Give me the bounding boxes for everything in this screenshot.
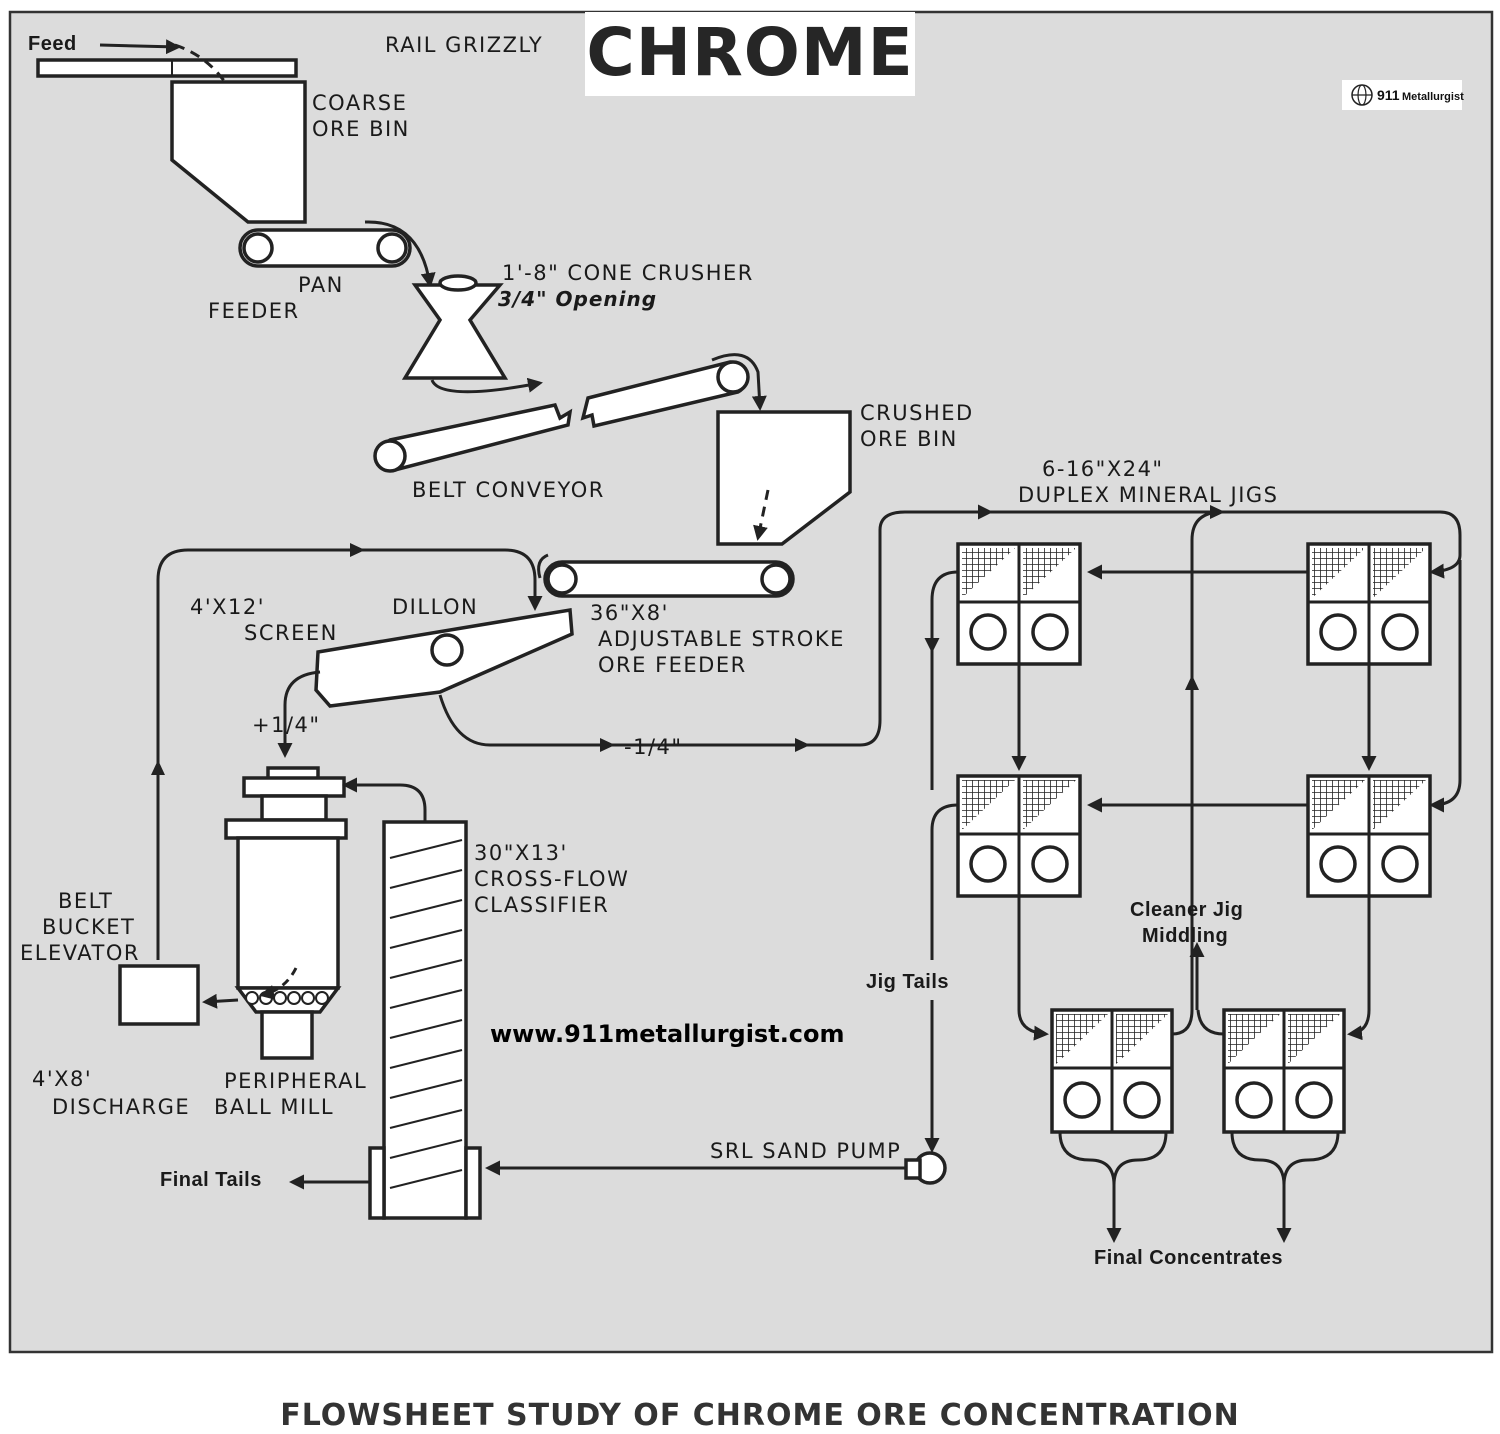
jig-unit-4: [1306, 774, 1432, 898]
jig-tails-label: Jig Tails: [866, 971, 949, 993]
coarse-ore-bin: [170, 80, 307, 224]
sand-pump-label: SRL SAND PUMP: [710, 1139, 901, 1163]
figure-caption: FLOWSHEET STUDY OF CHROME ORE CONCENTRAT…: [280, 1398, 1240, 1433]
crusher-label-2: 3/4" Opening: [498, 287, 657, 311]
ore-feeder: [543, 560, 795, 598]
ore-feeder-label-3: ORE FEEDER: [598, 653, 747, 677]
rail-grizzly-label: RAIL GRIZZLY: [385, 33, 543, 57]
jig-unit-2: [1306, 542, 1432, 666]
dillon-label: DILLON: [392, 595, 478, 619]
screen-label-2: SCREEN: [244, 621, 338, 645]
title-box: [585, 12, 915, 96]
pan-feeder: [238, 228, 412, 268]
mill-label-2: DISCHARGE: [52, 1095, 190, 1119]
belt-bucket-elevator: [118, 964, 200, 1026]
crushed-ore-bin: [716, 410, 852, 546]
screen-label-1: 4'X12': [190, 595, 265, 619]
final-concentrates-label: Final Concentrates: [1094, 1247, 1283, 1269]
ore-feeder-label-2: ADJUSTABLE STROKE: [598, 627, 845, 651]
pan-feeder-label-1: PAN: [298, 273, 344, 297]
classifier-label-3: CLASSIFIER: [474, 893, 609, 917]
cone-crusher: [401, 274, 509, 380]
rail-grizzly: [36, 58, 298, 78]
logo-name: Metallurgist: [1402, 91, 1464, 103]
mill-label-4: BALL MILL: [214, 1095, 334, 1119]
srl-sand-pump: [904, 1151, 947, 1185]
jigs-label-2: DUPLEX MINERAL JIGS: [1018, 483, 1279, 507]
crushed-bin-label-2: ORE BIN: [860, 427, 958, 451]
website-url: www.911metallurgist.com: [490, 1020, 845, 1048]
dillon-screen: [314, 607, 574, 708]
globe-icon: [1351, 84, 1373, 106]
minus-quarter-label: -1/4": [624, 735, 683, 759]
logo-number: 911: [1377, 87, 1400, 103]
mill-label-1: 4'X8': [32, 1067, 92, 1091]
elevator-label-2: BUCKET: [42, 915, 135, 939]
jigs-label-1: 6-16"X24": [1042, 457, 1164, 481]
elevator-label-1: BELT: [58, 889, 113, 913]
final-tails-label: Final Tails: [160, 1169, 262, 1191]
elevator-label-3: ELEVATOR: [20, 941, 140, 965]
cross-flow-classifier: [368, 820, 482, 1220]
crusher-label-1: 1'-8" CONE CRUSHER: [502, 261, 754, 285]
jig-unit-5: [1050, 1008, 1174, 1134]
classifier-label-2: CROSS-FLOW: [474, 867, 629, 891]
ore-feeder-label-1: 36"X8': [590, 601, 669, 625]
cleaner-label-2: Middling: [1142, 925, 1228, 947]
belt-conveyor: [373, 360, 750, 473]
plus-quarter-label: +1/4": [252, 713, 321, 737]
coarse-bin-label-1: COARSE: [312, 91, 407, 115]
crushed-bin-label-1: CRUSHED: [860, 401, 974, 425]
coarse-bin-label-2: ORE BIN: [312, 117, 410, 141]
jig-unit-1: [956, 542, 1082, 666]
mill-label-3: PERIPHERAL: [224, 1069, 367, 1093]
belt-conveyor-label: BELT CONVEYOR: [412, 478, 605, 502]
feed-label: Feed: [28, 33, 77, 55]
page-title: CHROME: [586, 14, 913, 91]
jig-unit-3: [956, 774, 1082, 898]
jig-unit-6: [1222, 1008, 1346, 1134]
pan-feeder-label-2: FEEDER: [208, 299, 300, 323]
cleaner-label-1: Cleaner Jig: [1130, 899, 1243, 921]
classifier-label-1: 30"X13': [474, 841, 568, 865]
brand-logo: 911 Metallurgist: [1342, 80, 1464, 110]
peripheral-ball-mill: [224, 766, 348, 1060]
